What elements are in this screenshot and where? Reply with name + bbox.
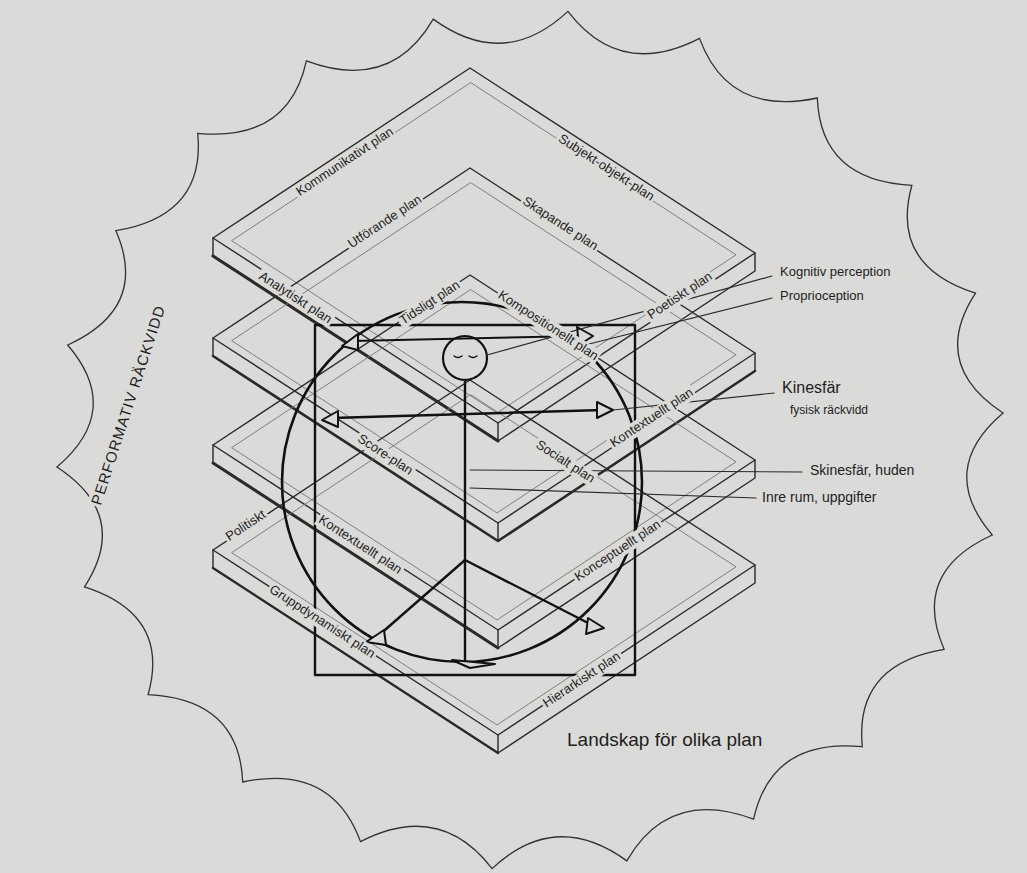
callout-label: Inre rum, uppgifter: [760, 489, 878, 505]
plane-label: Utförande plan: [344, 191, 427, 253]
callout-label: Kognitiv perception: [778, 265, 893, 280]
plane-label: Konceptuellt plan: [571, 516, 666, 586]
callout-label: Proprioception: [778, 289, 866, 304]
plane-label: Gruppdynamiskt plan: [265, 581, 380, 663]
plane-label: Kontextuellt plan: [606, 384, 698, 452]
callout-label: Skinesfär, huden: [808, 462, 916, 478]
plane-label: Kommunikativt plan: [292, 123, 398, 200]
plane-label: Kontextuellt plan: [314, 511, 406, 578]
plane-label: Tidsligt plan: [395, 277, 464, 330]
region-caption: Landskap för olika plan: [565, 729, 764, 751]
plane-label: Score-plan: [353, 431, 417, 480]
plane-slabs: [213, 68, 755, 753]
callout-label: Kinesfär: [780, 379, 843, 397]
plane-label: Kompositionellt plan: [493, 287, 602, 365]
region-title: PERFORMATIV RÄCKVIDD: [87, 301, 169, 509]
plane-label: Socialt plan: [531, 436, 599, 487]
plane-label: Poetiskt plan: [643, 268, 717, 324]
plane-label: Hierarkiskt plan: [539, 648, 625, 712]
plane-label: Politiskt: [222, 506, 271, 545]
leader-lines: [470, 276, 802, 498]
plane-label: Subjekt-objekt-plan: [554, 130, 659, 205]
callout-label: fysisk räckvidd: [788, 404, 870, 418]
plane-label: Analytiskt plan: [254, 268, 336, 328]
plane-label: Skapande plan: [518, 193, 602, 255]
